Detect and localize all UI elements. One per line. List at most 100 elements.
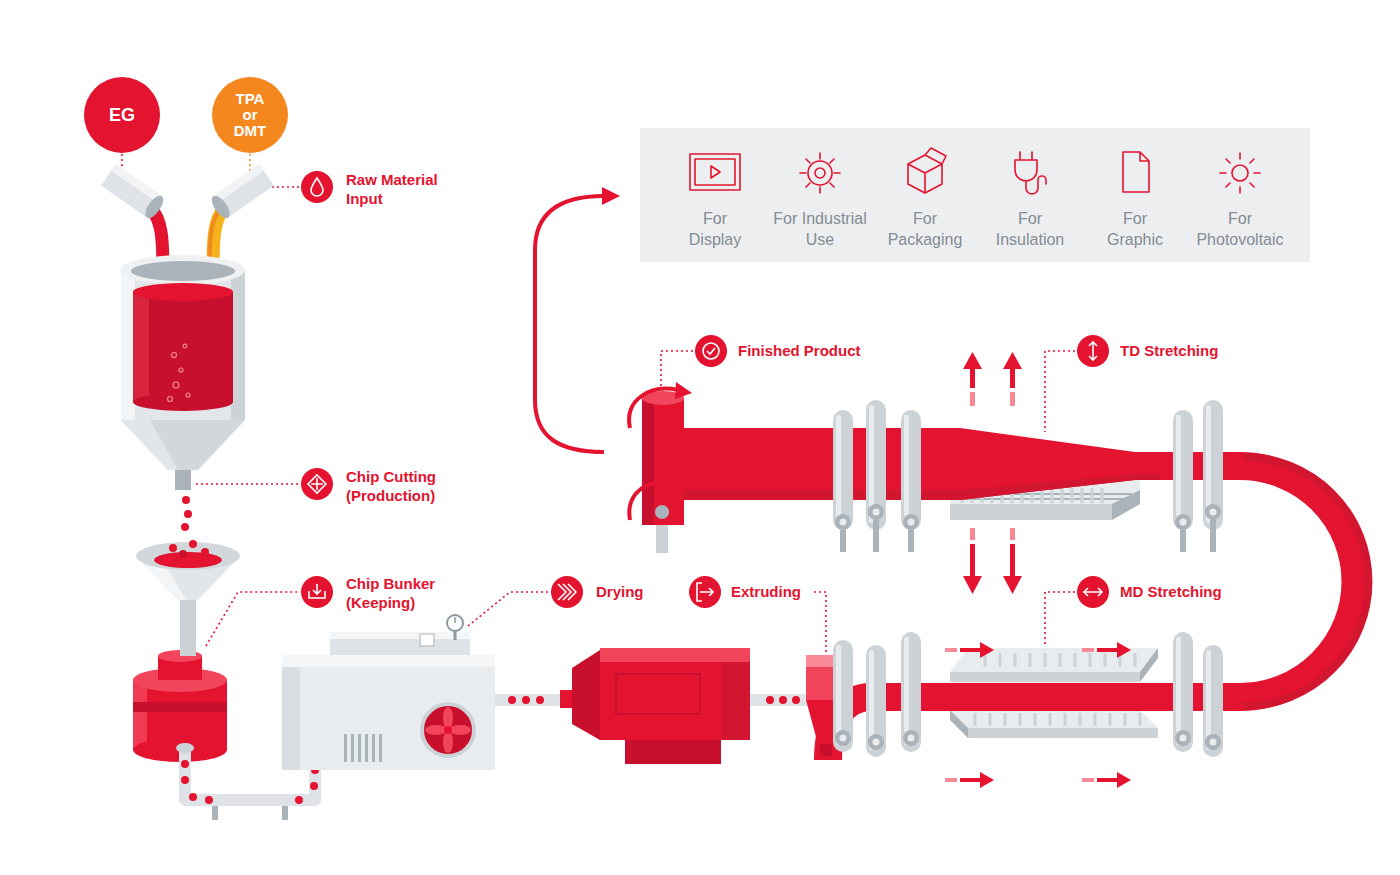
step-label: Chip Bunker (Keeping) xyxy=(346,574,442,612)
transfer-pipe xyxy=(176,743,194,753)
roller xyxy=(1176,637,1181,745)
use-icon xyxy=(815,168,825,178)
leader-line xyxy=(468,592,549,626)
film-web xyxy=(1089,653,1092,667)
stretch-arrow xyxy=(945,352,1131,788)
reactor-tank xyxy=(183,344,187,348)
transfer-pipe xyxy=(212,804,218,820)
stretch-arrow xyxy=(1010,392,1015,406)
stretch-arrow xyxy=(1117,772,1131,788)
roller xyxy=(904,415,909,523)
reactor-tank xyxy=(121,270,245,420)
reactor-tank xyxy=(121,420,178,470)
step-label: Finished Product xyxy=(738,341,861,360)
dryer xyxy=(372,734,375,762)
roller xyxy=(903,730,919,746)
stretch-arrow xyxy=(1082,778,1094,782)
finished-roll xyxy=(658,474,673,490)
chip-pipe xyxy=(750,694,808,706)
roller xyxy=(866,400,886,530)
roller xyxy=(1210,509,1217,516)
dryer xyxy=(351,734,354,762)
dryer xyxy=(444,726,452,734)
film-web xyxy=(1094,713,1097,726)
finished-roll xyxy=(642,398,654,525)
use-icon xyxy=(690,148,1260,194)
stretch-arrow xyxy=(1010,528,1015,540)
stretch-arrow xyxy=(960,778,982,782)
chip-funnel xyxy=(201,548,209,556)
use-label: For Graphic xyxy=(1104,208,1167,250)
roller xyxy=(836,415,841,523)
roller xyxy=(833,410,853,530)
dryer xyxy=(282,655,495,770)
roller xyxy=(1203,400,1223,530)
film-web xyxy=(1014,653,1017,667)
dryer xyxy=(420,634,434,646)
roller xyxy=(908,530,914,552)
raw-material-pipe xyxy=(142,193,167,221)
callout-icon xyxy=(1089,342,1097,360)
step-label: MD Stretching xyxy=(1120,582,1222,601)
film-web xyxy=(1034,713,1037,726)
extruder xyxy=(560,690,574,708)
finished-roll xyxy=(629,382,692,553)
leader-line xyxy=(272,186,299,188)
transfer-pipe xyxy=(181,760,189,768)
raw-material-pipe xyxy=(208,164,274,221)
film-web xyxy=(1091,488,1094,503)
film-web xyxy=(985,653,1135,667)
film-web xyxy=(1049,713,1052,726)
stretch-arrow xyxy=(1010,366,1015,388)
chip-pipe xyxy=(792,696,800,704)
roller xyxy=(1210,739,1217,746)
transfer-pipe xyxy=(282,804,288,820)
roller xyxy=(833,640,853,752)
extruder xyxy=(572,650,600,740)
chip-pipe xyxy=(536,696,544,704)
roller xyxy=(1180,735,1187,742)
step-label: Raw Material Input xyxy=(346,170,444,208)
stretch-arrow xyxy=(980,642,994,658)
roller xyxy=(901,410,921,530)
use-icon xyxy=(908,148,946,193)
reactor-tank xyxy=(179,368,183,372)
roller xyxy=(904,637,909,745)
callout-icon xyxy=(551,576,583,608)
extruder xyxy=(625,738,721,764)
use-label: For Packaging xyxy=(884,208,966,250)
reactor-tank xyxy=(131,261,235,281)
dryer xyxy=(344,734,347,762)
dryer xyxy=(330,632,470,639)
film-web xyxy=(958,498,1132,500)
roller xyxy=(840,530,846,552)
application-panel: For DisplayFor Industrial UseFor Packagi… xyxy=(640,128,1310,262)
stretch-arrow xyxy=(963,576,982,594)
extruder xyxy=(560,648,750,764)
reactor-tank xyxy=(121,255,245,490)
use-icon xyxy=(711,166,720,178)
dryer xyxy=(365,734,368,762)
roller xyxy=(868,504,884,520)
reactor-tank xyxy=(133,393,233,411)
callout-icon xyxy=(697,583,713,601)
step-label: Drying xyxy=(596,582,644,601)
reactor-tank xyxy=(121,420,245,470)
leader-line xyxy=(661,351,693,388)
film-web xyxy=(1044,653,1047,667)
film-web xyxy=(1064,713,1067,726)
dryer xyxy=(344,734,382,762)
stretch-arrow xyxy=(980,772,994,788)
use-icon xyxy=(1015,152,1046,194)
raw-material-circle: EG xyxy=(84,77,160,153)
leader-line xyxy=(1045,351,1075,432)
transfer-pipe xyxy=(189,793,197,801)
film-web xyxy=(1139,713,1142,726)
leader-line xyxy=(206,592,299,646)
stretch-arrow xyxy=(970,544,975,578)
finished-roll xyxy=(656,505,668,553)
dryer xyxy=(282,655,495,667)
reactor-tank xyxy=(121,255,245,285)
roller xyxy=(1210,520,1216,552)
